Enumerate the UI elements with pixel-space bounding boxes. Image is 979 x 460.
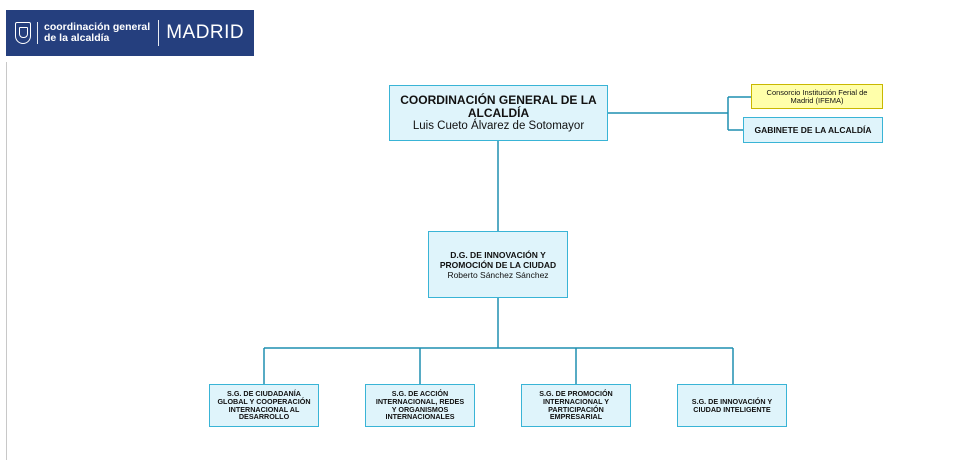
dg-title-line2: PROMOCIÓN DE LA CIUDAD [439, 259, 557, 270]
sg-line: INTERNACIONAL, REDES [375, 396, 465, 406]
header-subtitle: coordinación general de la alcaldía [44, 22, 150, 44]
org-box-ifema: Consorcio Institución Ferial de Madrid (… [751, 84, 883, 109]
madrid-seal-icon [15, 22, 31, 44]
sg-line: INTERNACIONALES [385, 412, 455, 422]
gabinete-label: GABINETE DE LA ALCALDÍA [754, 125, 872, 135]
dg-person-name: Roberto Sánchez Sánchez [447, 269, 549, 280]
sg-line: INTERNACIONAL AL [228, 404, 300, 414]
org-box-sg-ciudadania: S.G. DE CIUDADANÍA GLOBAL Y COOPERACIÓN … [209, 384, 319, 427]
org-box-gabinete: GABINETE DE LA ALCALDÍA [743, 117, 883, 143]
logo-divider [37, 22, 38, 44]
org-box-title-line2: ALCALDÍA [467, 105, 530, 120]
ifema-line1: Consorcio Institución Ferial de [766, 87, 868, 97]
sg-line: S.G. DE CIUDADANÍA [227, 389, 301, 399]
org-box-coordinacion-general: COORDINACIÓN GENERAL DE LA ALCALDÍA Luis… [389, 85, 608, 141]
dg-title-line1: D.G. DE INNOVACIÓN Y [450, 249, 546, 260]
org-box-sg-accion-internacional: S.G. DE ACCIÓN INTERNACIONAL, REDES Y OR… [365, 384, 475, 427]
sg-line: Y ORGANISMOS [391, 404, 449, 414]
sg-line: S.G. DE ACCIÓN [391, 389, 449, 399]
header-subtitle-line1: coordinación general [44, 21, 151, 33]
sg-line: INTERNACIONAL Y [542, 396, 610, 406]
sg-line: S.G. DE PROMOCIÓN [539, 389, 613, 399]
sg-line: S.G. DE INNOVACIÓN Y [691, 396, 773, 406]
ifema-line2: Madrid (IFEMA) [790, 95, 844, 105]
sg-line: PARTICIPACIÓN [548, 404, 604, 414]
org-box-sg-innovacion-ciudad: S.G. DE INNOVACIÓN Y CIUDAD INTELIGENTE [677, 384, 787, 427]
logo-divider-2 [158, 20, 160, 46]
header-city: MADRID [166, 22, 245, 43]
sg-line: EMPRESARIAL [549, 412, 603, 422]
sg-line: GLOBAL Y COOPERACIÓN [217, 396, 311, 406]
org-box-title-line1: COORDINACIÓN GENERAL DE LA [400, 92, 597, 107]
sg-line: CIUDAD INTELIGENTE [693, 404, 771, 414]
sg-line: DESARROLLO [238, 412, 290, 422]
org-box-sg-promocion-internacional: S.G. DE PROMOCIÓN INTERNACIONAL Y PARTIC… [521, 384, 631, 427]
header-banner: coordinación general de la alcaldía MADR… [6, 10, 254, 56]
header-subtitle-line2: de la alcaldía [44, 32, 110, 44]
page-left-rule [6, 62, 7, 460]
org-box-person-name: Luis Cueto Álvarez de Sotomayor [412, 119, 585, 132]
org-box-dg-innovacion: D.G. DE INNOVACIÓN Y PROMOCIÓN DE LA CIU… [428, 231, 568, 298]
